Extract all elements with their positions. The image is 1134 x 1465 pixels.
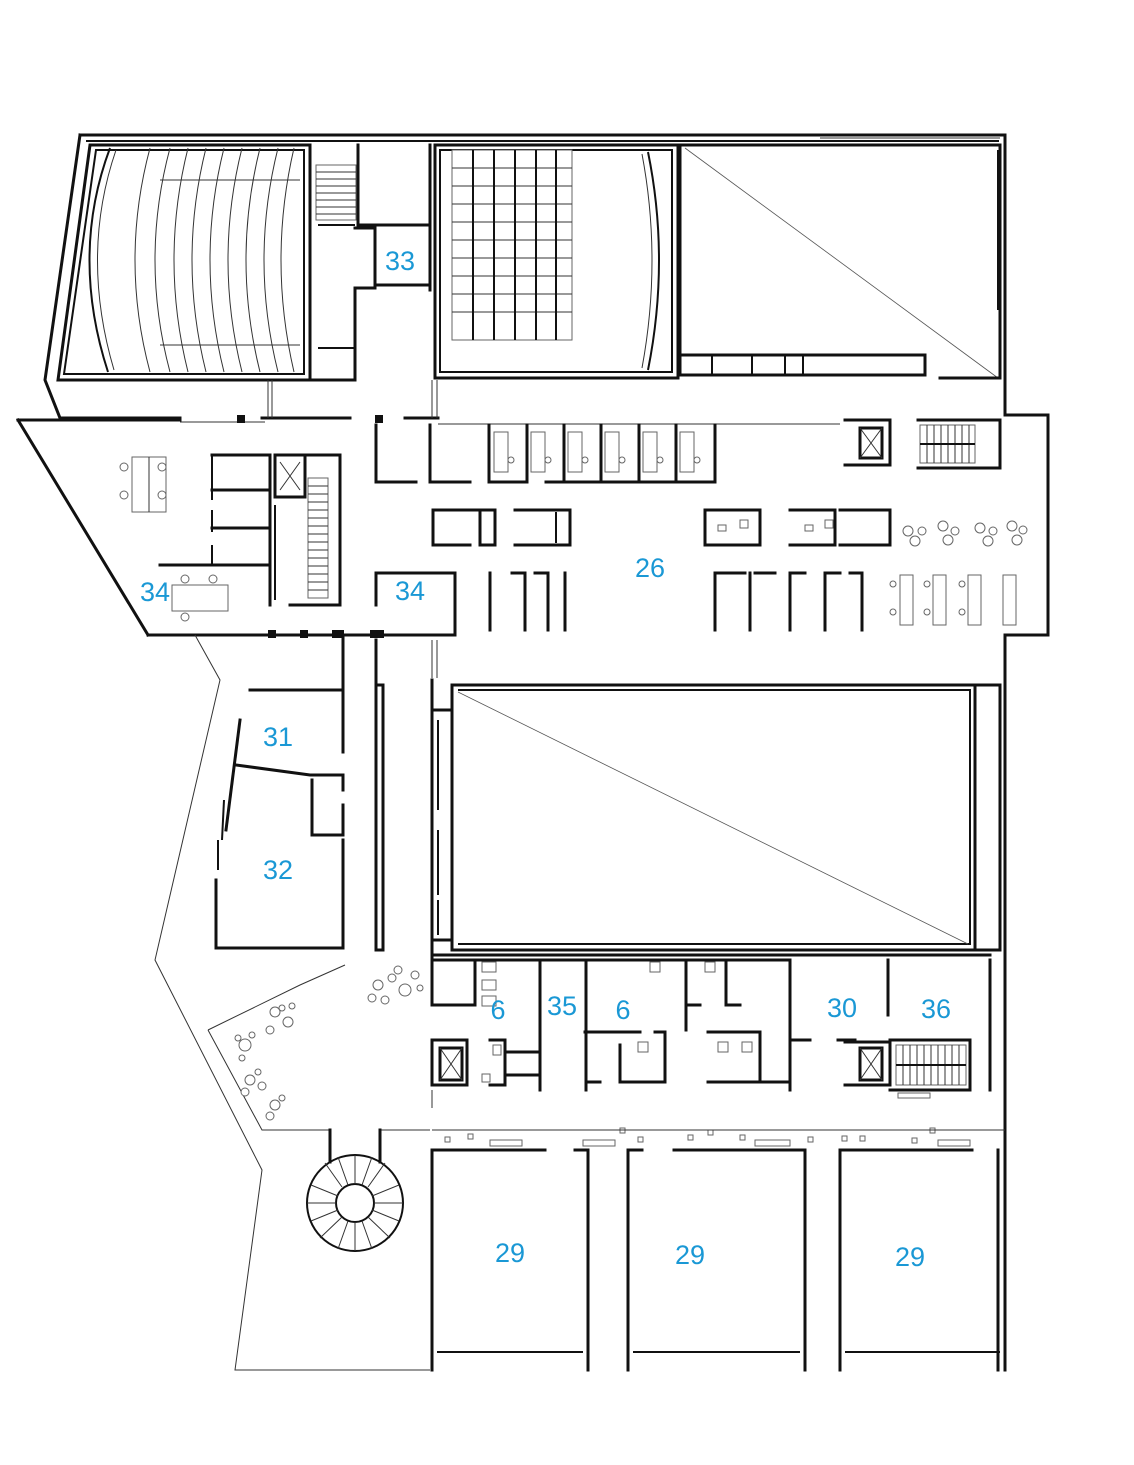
office-zone — [374, 418, 1028, 632]
north-corridor — [58, 380, 840, 425]
room-label-26: 26 — [635, 553, 665, 583]
room-labels: 33 26 34 34 31 32 6 35 6 30 36 29 29 29 — [140, 246, 951, 1272]
room-label-31: 31 — [263, 722, 293, 752]
room-label-29-center: 29 — [675, 1240, 705, 1270]
auditorium — [56, 143, 312, 382]
room-label-35: 35 — [547, 991, 577, 1021]
service-core-south — [430, 958, 992, 1108]
room-label-32: 32 — [263, 855, 293, 885]
room-label-34-west: 34 — [140, 577, 170, 607]
garden-plantings — [234, 965, 424, 1121]
room-label-6-west: 6 — [490, 995, 505, 1025]
room-label-33: 33 — [385, 246, 415, 276]
room-label-6-east: 6 — [615, 995, 630, 1025]
service-core-north — [308, 143, 432, 382]
south-studios — [430, 1127, 1005, 1372]
north-east-hall — [678, 137, 1002, 380]
rooms-31-32 — [214, 688, 345, 950]
room-label-36: 36 — [921, 994, 951, 1024]
room-label-34-east: 34 — [395, 576, 425, 606]
spiral-stair — [306, 1128, 404, 1252]
room-label-29-east: 29 — [895, 1242, 925, 1272]
west-wing — [119, 453, 457, 638]
room-label-30: 30 — [827, 993, 857, 1023]
theatre — [433, 143, 680, 380]
central-hall — [341, 633, 1002, 1007]
room-label-29-west: 29 — [495, 1238, 525, 1268]
